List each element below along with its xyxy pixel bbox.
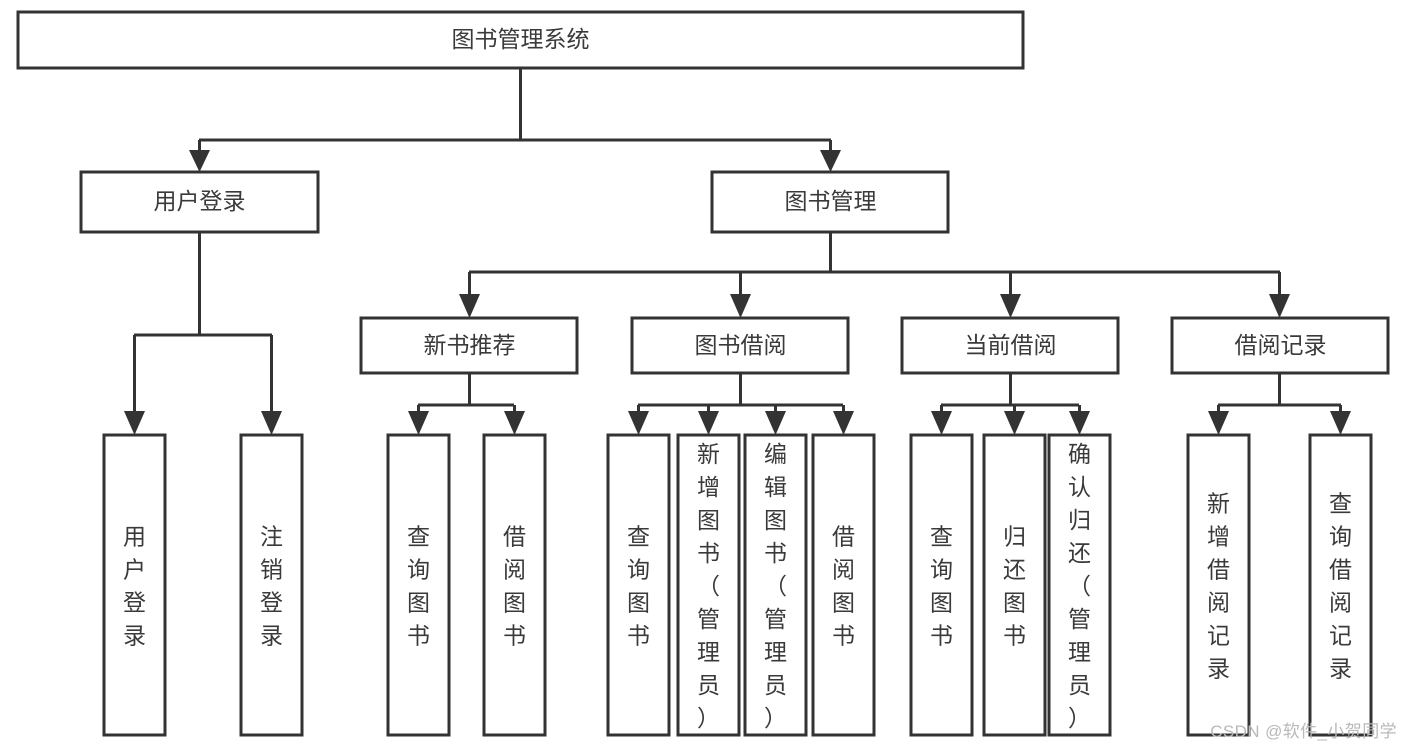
- node-root-label: 图书管理系统: [452, 26, 590, 52]
- arrow-to-leaf-query-book-1: [408, 411, 429, 435]
- node-current-borrow-box[interactable]: [900, 316, 1120, 375]
- node-leaf-add-book-label: 新增图书（管理员）: [697, 441, 720, 731]
- node-leaf-query-book-3-label: 查询图书: [930, 524, 953, 649]
- node-leaf-borrow-book-2[interactable]: 借阅图书: [811, 433, 876, 737]
- arrow-to-leaf-confirm-return: [1069, 411, 1090, 435]
- node-leaf-borrow-book-1-box[interactable]: [482, 433, 547, 737]
- csdn-watermark: CSDN @软件_小贺同学: [1210, 722, 1397, 741]
- node-leaf-query-book-1-label: 查询图书: [407, 524, 430, 649]
- node-user-login-box[interactable]: [79, 170, 320, 234]
- arrow-to-leaf-borrow-book-2: [833, 411, 854, 435]
- arrow-to-new-book-rec: [459, 294, 480, 318]
- node-leaf-query-record[interactable]: 查询借阅记录: [1308, 433, 1373, 737]
- arrow-to-borrow-record: [1269, 294, 1290, 318]
- node-user-login[interactable]: 用户登录: [79, 170, 320, 234]
- node-new-book-rec-label: 新书推荐: [424, 332, 516, 358]
- node-leaf-confirm-return[interactable]: 确认归还（管理员）: [1047, 433, 1112, 737]
- node-leaf-add-book-box[interactable]: [676, 433, 741, 737]
- node-leaf-return-book-box[interactable]: [982, 433, 1047, 737]
- node-book-manage-box[interactable]: [710, 170, 950, 234]
- arrow-to-leaf-edit-book: [765, 411, 786, 435]
- node-user-login-label: 用户登录: [154, 188, 246, 214]
- node-leaf-add-book[interactable]: 新增图书（管理员）: [676, 433, 741, 737]
- node-new-book-rec-box[interactable]: [359, 316, 579, 375]
- node-leaf-confirm-return-box[interactable]: [1047, 433, 1112, 737]
- arrow-to-leaf-query-book-2: [628, 411, 649, 435]
- node-leaf-edit-book-label: 编辑图书（管理员）: [764, 441, 787, 731]
- arrow-to-leaf-query-record: [1330, 411, 1351, 435]
- arrow-to-leaf-query-book-3: [931, 411, 952, 435]
- node-leaf-borrow-book-2-label: 借阅图书: [832, 524, 855, 649]
- nodes-layer: 图书管理系统 用户登录 图书管理 新书推荐 图书借阅: [16, 10, 1390, 737]
- node-current-borrow[interactable]: 当前借阅: [900, 316, 1120, 375]
- node-leaf-query-book-2-box[interactable]: [606, 433, 671, 737]
- node-leaf-return-book[interactable]: 归还图书: [982, 433, 1047, 737]
- arrow-to-leaf-logout: [261, 411, 282, 435]
- arrow-root-to-book-manage: [820, 150, 841, 172]
- arrow-to-leaf-add-record: [1208, 411, 1229, 435]
- node-leaf-add-record[interactable]: 新增借阅记录: [1186, 433, 1251, 737]
- arrow-to-book-borrow: [730, 294, 751, 318]
- node-borrow-record-label: 借阅记录: [1235, 332, 1327, 358]
- node-current-borrow-label: 当前借阅: [965, 332, 1057, 358]
- node-leaf-add-record-label: 新增借阅记录: [1207, 491, 1230, 682]
- node-borrow-record[interactable]: 借阅记录: [1170, 316, 1390, 375]
- node-leaf-query-book-2-label: 查询图书: [627, 524, 650, 649]
- node-book-borrow-box[interactable]: [630, 316, 850, 375]
- node-root-box[interactable]: [16, 10, 1025, 70]
- node-leaf-query-book-1-box[interactable]: [386, 433, 451, 737]
- node-leaf-add-record-box[interactable]: [1186, 433, 1251, 737]
- node-leaf-query-book-3-box[interactable]: [909, 433, 974, 737]
- node-book-manage-label: 图书管理: [785, 188, 877, 214]
- node-leaf-query-record-box[interactable]: [1308, 433, 1373, 737]
- node-leaf-confirm-return-label: 确认归还（管理员）: [1068, 441, 1091, 731]
- node-leaf-logout-label: 注销登录: [260, 524, 283, 649]
- node-leaf-user-login-label: 用户登录: [123, 524, 146, 649]
- arrow-to-leaf-add-book: [698, 411, 719, 435]
- node-leaf-query-book-3[interactable]: 查询图书: [909, 433, 974, 737]
- arrow-root-to-user-login: [189, 150, 210, 172]
- node-leaf-return-book-label: 归还图书: [1003, 524, 1026, 649]
- arrow-to-current-borrow: [1000, 294, 1021, 318]
- node-book-borrow[interactable]: 图书借阅: [630, 316, 850, 375]
- node-leaf-borrow-book-2-box[interactable]: [811, 433, 876, 737]
- node-leaf-user-login-box[interactable]: [102, 433, 167, 737]
- arrow-to-leaf-user-login: [124, 411, 145, 435]
- node-leaf-borrow-book-1-label: 借阅图书: [503, 524, 526, 649]
- node-leaf-query-book-1[interactable]: 查询图书: [386, 433, 451, 737]
- node-leaf-logout[interactable]: 注销登录: [239, 433, 304, 737]
- node-leaf-logout-box[interactable]: [239, 433, 304, 737]
- node-book-manage[interactable]: 图书管理: [710, 170, 950, 234]
- arrow-to-leaf-return-book: [1004, 411, 1025, 435]
- node-leaf-borrow-book-1[interactable]: 借阅图书: [482, 433, 547, 737]
- node-root[interactable]: 图书管理系统: [16, 10, 1025, 70]
- node-leaf-user-login[interactable]: 用户登录: [102, 433, 167, 737]
- node-new-book-rec[interactable]: 新书推荐: [359, 316, 579, 375]
- node-leaf-query-book-2[interactable]: 查询图书: [606, 433, 671, 737]
- node-leaf-query-record-label: 查询借阅记录: [1329, 491, 1352, 682]
- arrow-to-leaf-borrow-book-1: [504, 411, 525, 435]
- node-leaf-edit-book[interactable]: 编辑图书（管理员）: [743, 433, 808, 737]
- node-book-borrow-label: 图书借阅: [695, 332, 787, 358]
- node-borrow-record-box[interactable]: [1170, 316, 1390, 375]
- node-leaf-edit-book-box[interactable]: [743, 433, 808, 737]
- edges-layer: [124, 68, 1351, 435]
